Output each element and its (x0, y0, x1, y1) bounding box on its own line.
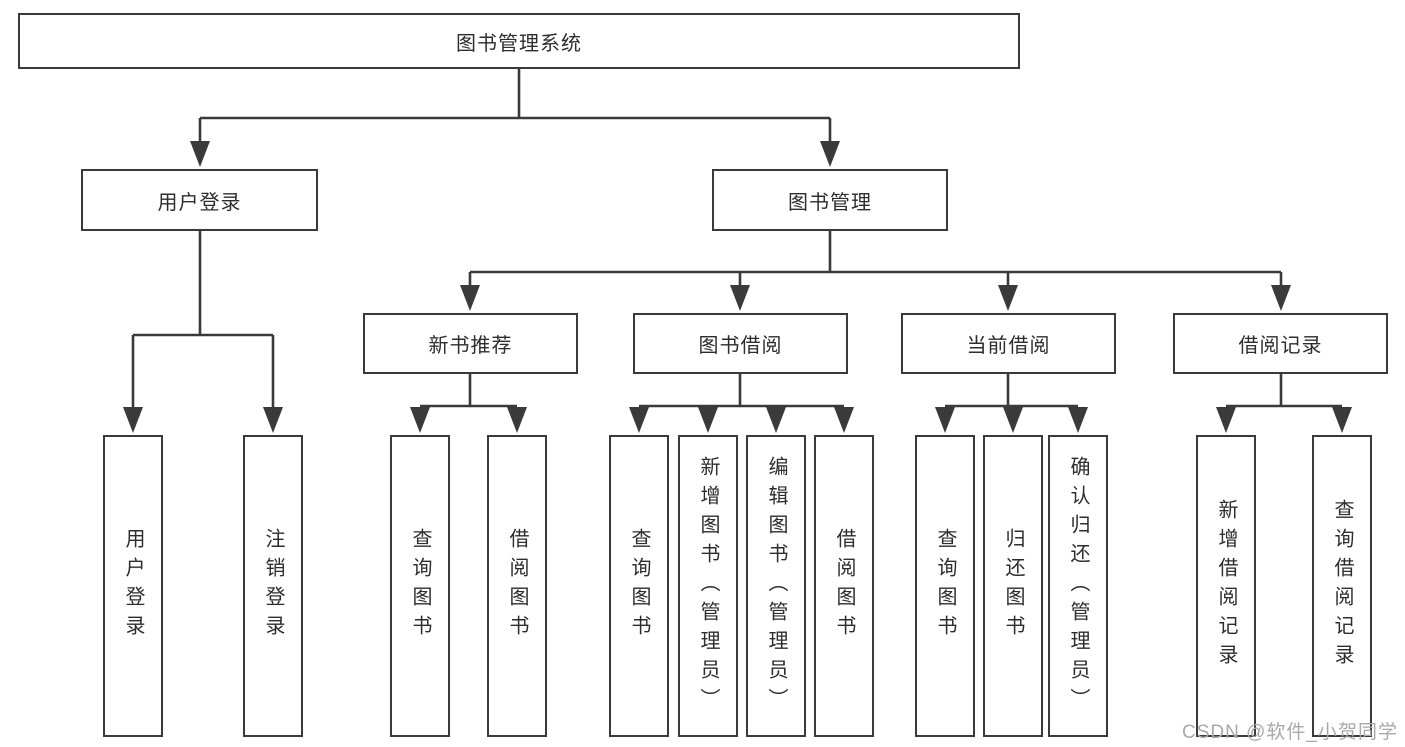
node-label: 图书管理系统 (456, 32, 582, 55)
leaf-nb-borrow-books: 借阅图书 (487, 435, 547, 737)
node-book-management: 图书管理 (712, 169, 948, 231)
node-label: 编辑图书（管理员） (765, 455, 787, 717)
node-new-book-recommend: 新书推荐 (363, 313, 578, 374)
node-label: 借阅图书 (833, 528, 855, 644)
leaf-cb-query-books: 查询图书 (915, 435, 975, 737)
node-label: 新书推荐 (428, 335, 513, 357)
leaf-br-add-record: 新增借阅记录 (1196, 435, 1256, 737)
leaf-user-login: 用户登录 (103, 435, 163, 737)
node-label: 新增图书（管理员） (697, 455, 719, 717)
node-current-borrowing: 当前借阅 (901, 313, 1116, 374)
leaf-bb-borrow-books: 借阅图书 (814, 435, 874, 737)
node-label: 确认归还（管理员） (1067, 455, 1089, 717)
leaf-br-query-record: 查询借阅记录 (1312, 435, 1372, 737)
leaf-cb-confirm-return-admin: 确认归还（管理员） (1048, 435, 1108, 737)
watermark: CSDN @软件_小贺同学 (1182, 722, 1398, 743)
leaf-bb-query-books: 查询图书 (609, 435, 669, 737)
node-label: 归还图书 (1002, 528, 1024, 644)
node-label: 用户登录 (122, 528, 144, 644)
node-label: 借阅记录 (1238, 335, 1323, 357)
node-label: 查询图书 (409, 528, 431, 644)
node-label: 查询图书 (628, 528, 650, 644)
node-label: 查询借阅记录 (1331, 499, 1353, 673)
node-label: 图书借阅 (698, 335, 783, 357)
node-label: 查询图书 (934, 528, 956, 644)
leaf-bb-add-books-admin: 新增图书（管理员） (678, 435, 738, 737)
node-user-login: 用户登录 (81, 169, 318, 231)
node-label: 用户登录 (157, 191, 242, 214)
node-borrowing-records: 借阅记录 (1173, 313, 1388, 374)
node-label: 新增借阅记录 (1215, 499, 1237, 673)
node-book-borrowing: 图书借阅 (633, 313, 848, 374)
node-label: 借阅图书 (506, 528, 528, 644)
leaf-cb-return-books: 归还图书 (983, 435, 1043, 737)
leaf-bb-edit-books-admin: 编辑图书（管理员） (746, 435, 806, 737)
node-label: 当前借阅 (966, 335, 1051, 357)
leaf-logout: 注销登录 (243, 435, 303, 737)
node-label: 注销登录 (262, 528, 284, 644)
node-root: 图书管理系统 (18, 13, 1020, 69)
leaf-nb-query-books: 查询图书 (390, 435, 450, 737)
node-label: 图书管理 (788, 191, 872, 214)
